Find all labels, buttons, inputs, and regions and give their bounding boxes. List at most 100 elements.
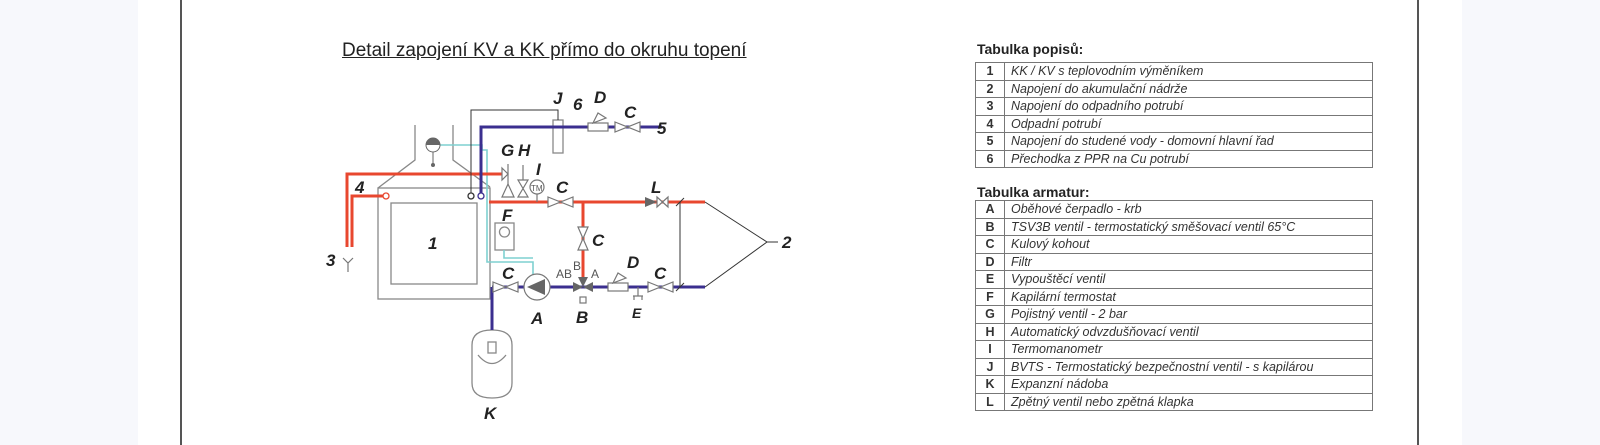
row-key: G (975, 305, 1005, 324)
label-C: C (624, 103, 637, 122)
label-K: K (484, 404, 498, 423)
air-vent-icon (516, 179, 530, 198)
row-description: Vypouštěcí ventil (1004, 270, 1373, 289)
boiler-body (377, 187, 491, 300)
row-key: B (975, 217, 1005, 236)
row-description: Přechodka z PPR na Cu potrubí (1004, 149, 1373, 168)
row-key: C (975, 235, 1005, 254)
row-description: Kulový kohout (1004, 235, 1373, 254)
ball-valve-icon (577, 226, 589, 251)
row-key: A (975, 200, 1005, 219)
ball-valve-icon (547, 196, 574, 208)
label-C: C (556, 178, 569, 197)
row-description: Expanzní nádoba (1004, 375, 1373, 394)
port-a-label: A (591, 267, 599, 281)
boiler-hood-left (377, 125, 416, 189)
label-D: D (627, 253, 639, 272)
filter-icon (587, 122, 609, 132)
capillary-thermostat-dial (498, 226, 511, 238)
descriptions-table-heading: Tabulka popisů: (977, 41, 1084, 57)
row-description: Pojistný ventil - 2 bar (1004, 305, 1373, 324)
label-I: I (536, 160, 542, 179)
tick-mark (675, 282, 685, 292)
label-A: A (530, 309, 543, 328)
row-description: Napojení do odpadního potrubí (1004, 97, 1373, 116)
filter-icon (607, 282, 629, 292)
row-description: BVTS - Termostatický bezpečnostní ventil… (1004, 357, 1373, 376)
label-F: F (502, 206, 513, 225)
safety-drain-pipe (345, 172, 503, 247)
boiler-firebox (390, 202, 478, 285)
row-key: K (975, 375, 1005, 394)
waste-pipe-4 (350, 194, 386, 247)
ball-valve-icon (647, 281, 674, 293)
label-C: C (654, 264, 667, 283)
row-key: H (975, 322, 1005, 341)
tm-label: TM (531, 184, 543, 193)
page-border-left (180, 0, 182, 445)
row-description: Odpadní potrubí (1004, 114, 1373, 133)
mixing-valve-icon (573, 277, 593, 292)
label-J: J (553, 89, 563, 108)
boiler-thermometer-icon (425, 137, 441, 167)
expansion-tank (471, 329, 513, 399)
port-b-label: B (573, 259, 581, 273)
capillary-thermostat-line (503, 250, 533, 259)
page-border-right (1417, 0, 1419, 445)
row-description: Kapilární termostat (1004, 287, 1373, 306)
drain-funnel-icon (342, 257, 354, 272)
row-description: Napojení do akumulační nádrže (1004, 79, 1373, 98)
label-6: 6 (573, 95, 583, 114)
ball-valve-icon (492, 281, 519, 293)
pump-impeller (527, 279, 545, 295)
label-2: 2 (781, 233, 792, 252)
accumulator-connection (704, 201, 768, 288)
row-description: Filtr (1004, 252, 1373, 271)
row-description: Termomanometr (1004, 340, 1373, 359)
bvts-valve-body (552, 119, 564, 154)
row-key: F (975, 287, 1005, 306)
filter-cap (611, 272, 628, 285)
mixing-valve-head (579, 296, 587, 304)
port-ab-label: AB (556, 267, 572, 281)
tick-mark (675, 197, 685, 207)
label-L: L (651, 178, 661, 197)
fittings-table-heading: Tabulka armatur: (977, 184, 1090, 200)
row-description: KK / KV s teplovodním výměníkem (1004, 62, 1373, 81)
label-3: 3 (326, 251, 336, 270)
capillary-line (440, 144, 534, 280)
label-5: 5 (657, 119, 667, 138)
label-1: 1 (428, 234, 437, 253)
connector-hot (382, 192, 390, 200)
bvts-capillary (470, 109, 559, 196)
label-B: B (576, 308, 588, 327)
label-G: G (501, 141, 514, 160)
row-key: 5 (975, 132, 1005, 151)
diagram-title: Detail zapojení KV a KK přímo do okruhu … (342, 40, 747, 61)
row-key: 2 (975, 79, 1005, 98)
row-key: 1 (975, 62, 1005, 81)
row-description: Automatický odvzdušňovací ventil (1004, 322, 1373, 341)
label-4: 4 (354, 178, 365, 197)
label-C: C (502, 264, 515, 283)
row-key: L (975, 392, 1005, 411)
label-H: H (518, 141, 531, 160)
label-E: E (632, 305, 642, 321)
check-valve-icon (656, 195, 669, 209)
row-description: Zpětný ventil nebo zpětná klapka (1004, 392, 1373, 411)
safety-valve-icon (501, 166, 515, 198)
row-key: D (975, 252, 1005, 271)
